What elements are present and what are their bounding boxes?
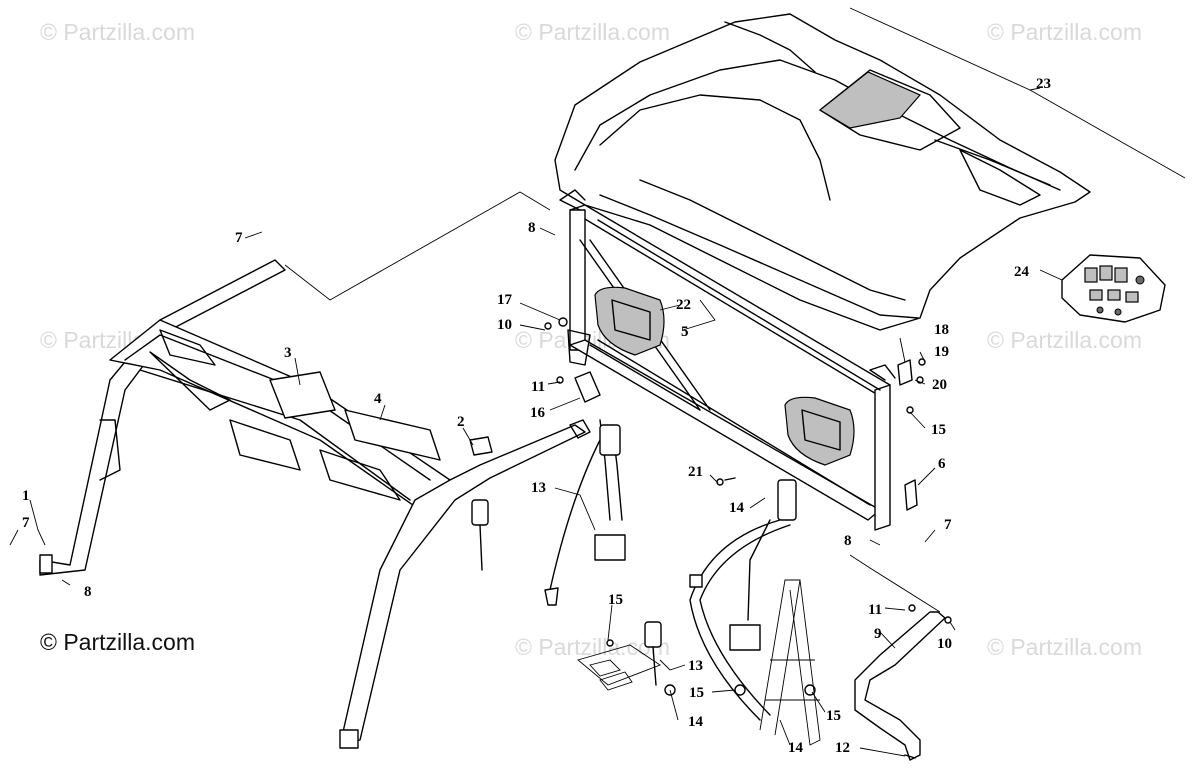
decal-4 [344,409,441,461]
callout-9: 9 [874,626,882,642]
callout-19: 19 [934,344,949,360]
callout-1: 1 [22,488,30,504]
callout-18: 18 [934,322,949,338]
callout-7-right: 7 [944,517,952,533]
callout-13-top: 13 [531,480,546,496]
decal-2 [469,436,493,456]
callout-10-top: 10 [497,317,512,333]
seat-belt-left [471,419,676,696]
callout-12: 12 [835,740,850,756]
roof-panel [554,13,1091,331]
hand-hold [854,604,952,761]
callout-24: 24 [1014,264,1030,280]
leader-lines [9,191,1063,757]
callout-21: 21 [688,464,703,480]
bracket-16 [544,317,601,403]
callout-7-left: 7 [22,515,30,531]
leader-23-tick [1029,87,1041,91]
handle-pads [594,286,855,466]
callout-15-bottom: 15 [608,592,623,608]
callout-16: 16 [530,405,546,421]
callout-11-top: 11 [531,379,545,395]
callout-7-top: 7 [235,230,243,246]
rear-frame [559,189,896,531]
callout-4: 4 [374,391,382,407]
callout-8-left: 8 [84,584,92,600]
callout-11-right: 11 [868,602,882,618]
callout-5: 5 [681,324,689,340]
callout-3: 3 [284,345,292,361]
callout-8-top: 8 [528,220,536,236]
side-decal-6 [904,479,918,511]
watermark-top-right: © Partzilla.com [987,19,1142,45]
seat-belt-right [689,479,816,721]
callout-17: 17 [497,292,513,308]
watermark-bottom-right: © Partzilla.com [987,634,1142,660]
hardware-18-20 [716,358,926,486]
callout-20: 20 [932,377,947,393]
decals [269,371,493,461]
front-frame [39,259,591,749]
callout-14-lower: 14 [788,740,804,756]
callout-14-top: 14 [729,500,745,516]
seat-frame [759,579,821,746]
callout-2: 2 [457,414,465,430]
hardware-bag [1061,254,1166,323]
callout-22: 22 [676,297,691,313]
callout-14-bottom: 14 [688,714,704,730]
callout-15-right: 15 [931,422,946,438]
watermark-mid-right: © Partzilla.com [987,327,1142,353]
callout-labels: 7 8 23 24 17 22 10 5 3 18 19 11 20 4 16 … [22,76,1051,756]
callout-15-mid: 15 [689,685,704,701]
callout-13-bottom: 13 [688,658,703,674]
callout-8-right: 8 [844,533,852,549]
callout-23: 23 [1036,76,1051,92]
decal-3 [269,371,336,419]
callout-15-lower: 15 [826,708,841,724]
copyright-text: © Partzilla.com [40,629,195,655]
floor-bracket [577,639,661,691]
callout-6: 6 [938,456,946,472]
callout-10-right: 10 [937,636,952,652]
watermark-top-center: © Partzilla.com [515,19,670,45]
watermark-top-left: © Partzilla.com [40,19,195,45]
